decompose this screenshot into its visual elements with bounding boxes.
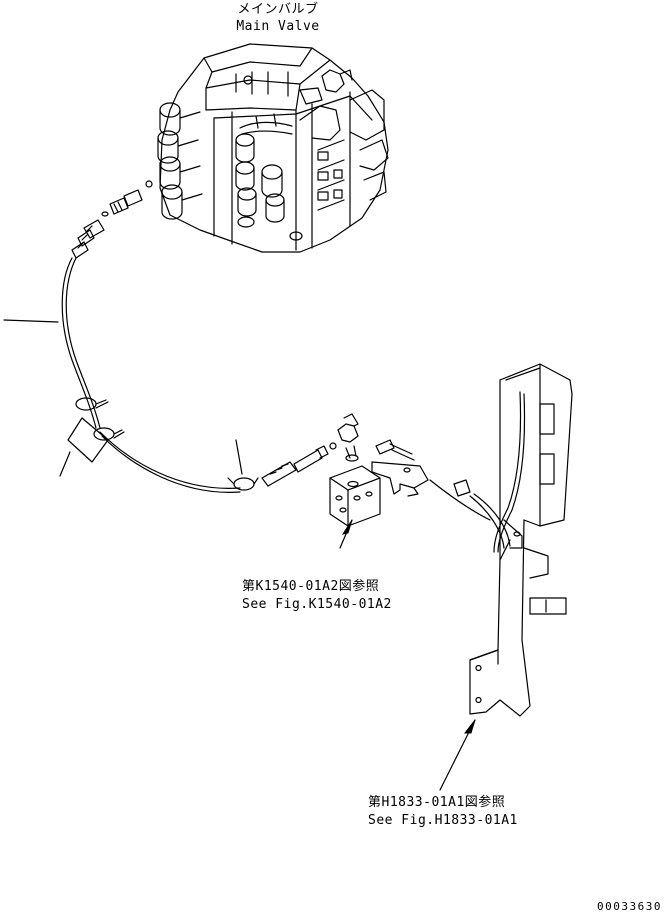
mounting-bracket bbox=[371, 461, 429, 497]
arrowhead-frame bbox=[463, 719, 476, 734]
hose-clamps bbox=[75, 397, 259, 491]
ref-h1833-label-en: See Fig.H1833-01A1 bbox=[368, 813, 518, 828]
hose-adapter-fitting bbox=[101, 180, 153, 217]
ref-k1540-label-en: See Fig.K1540-01A2 bbox=[242, 597, 392, 612]
spool-caps-left bbox=[157, 102, 203, 220]
ref-h1833-label-jp: 第H1833-01A1図参照 bbox=[368, 794, 505, 810]
pilot-hose bbox=[61, 257, 241, 493]
frame-clip bbox=[429, 479, 491, 521]
ref-k1540-label-jp: 第K1540-01A2図参照 bbox=[242, 578, 379, 594]
bolt bbox=[375, 439, 415, 461]
spool-caps-middle bbox=[235, 133, 303, 241]
cab-frame-bracket bbox=[469, 363, 573, 717]
main-valve-label-en: Main Valve bbox=[236, 19, 319, 34]
valve-block bbox=[329, 465, 381, 549]
main-valve-label-jp: メインバルブ bbox=[237, 1, 318, 17]
clamp-leader bbox=[3, 319, 243, 477]
arrowhead-valve-block bbox=[341, 519, 353, 535]
hose-end-upper bbox=[71, 219, 105, 259]
frame-hose bbox=[469, 391, 526, 553]
main-valve-assembly bbox=[157, 43, 389, 253]
drawing-number: 00033630 bbox=[597, 900, 662, 913]
elbow-fitting bbox=[329, 413, 359, 462]
hose-end-lower bbox=[261, 445, 329, 487]
